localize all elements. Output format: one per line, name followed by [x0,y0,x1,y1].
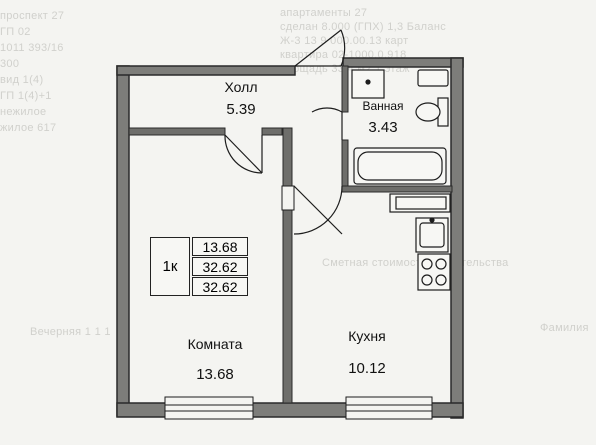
wall-bath-bottom [341,185,453,193]
windows [164,396,433,420]
room-area-room: 13.68 [196,366,234,383]
kitchen-counter [389,193,451,213]
room-door [224,134,263,174]
living-area-value: 13.68 [192,237,248,256]
room-name-hall: Холл [224,79,258,95]
bg-line: ГП 02 [0,26,31,38]
window-kitchen [345,396,433,420]
kitchen-sink-icon [415,217,449,253]
wall-hall-room-2 [261,127,283,136]
stove-icon [417,253,451,291]
room-name-kitchen: Кухня [348,328,386,344]
bg-line: жилое 617 [0,122,57,134]
wall-bath-left [341,65,349,113]
washbasin-icon [417,69,449,87]
window-room [164,396,254,420]
wall-room-kitchen-gap [281,185,295,211]
total-area-with-balcony-value: 32.62 [192,277,248,296]
bg-line: апартаменты 27 [280,7,368,19]
rooms-count-label: 1к [150,237,190,296]
bg-line: ГП 1(4)+1 [0,90,52,102]
background-footer-left: Вечерняя 1 1 1 [30,326,111,338]
bg-line: 300 [0,58,20,70]
bathtub-icon [353,147,447,185]
toilet-icon [415,97,449,127]
wall-room-kitchen [282,127,293,404]
wall-hall-room [128,127,226,136]
room-area-hall: 5.39 [226,101,256,118]
wall-bath-left-2 [341,139,349,193]
sink-icon [351,69,385,99]
wall-left [116,65,130,417]
room-name-bathroom: Ванная [362,99,404,113]
entrance-door [294,29,346,67]
total-area-value: 32.62 [192,257,248,276]
wall-top-left [116,65,296,76]
bg-line: сделан 8.000 (ГПХ) 1,3 Баланс [280,21,446,33]
kitchen-door [293,185,343,235]
bg-line: вид 1(4) [0,74,44,86]
room-area-kitchen: 10.12 [348,360,386,377]
wall-right [450,57,464,419]
wall-top-right [342,57,464,68]
background-footer-right: Фамилия [540,322,589,334]
room-area-bathroom: 3.43 [368,119,398,136]
area-summary: 1к 13.68 32.62 32.62 [150,237,250,297]
interior-walls [128,65,453,404]
bg-line: 1011 393/16 [0,42,64,54]
bg-line: нежилое [0,106,47,118]
room-name-room: Комната [187,336,243,352]
background-text-left: проспект 27 ГП 02 1011 393/16 300 вид 1(… [0,8,120,136]
bg-line: проспект 27 [0,10,65,22]
bathroom-door [311,107,343,140]
